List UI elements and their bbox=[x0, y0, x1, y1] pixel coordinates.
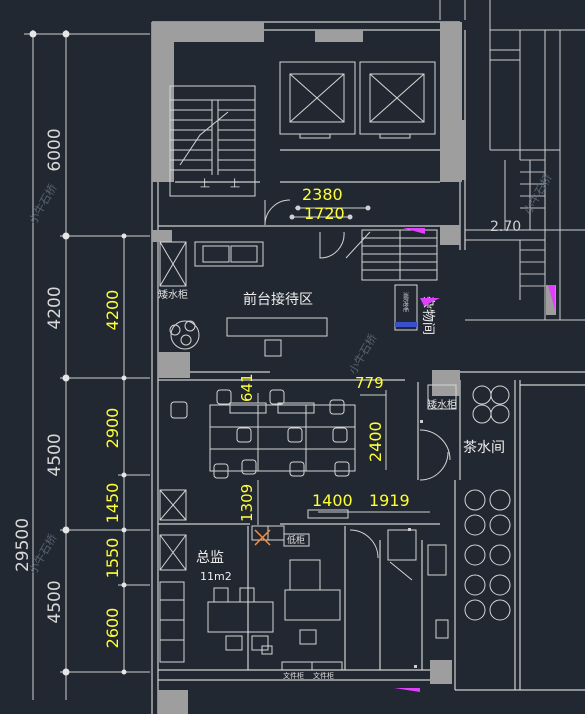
elevators bbox=[279, 61, 436, 139]
watermark-3: 小牛石桥 bbox=[345, 331, 379, 376]
left-dimension-ticks bbox=[29, 30, 127, 676]
dim-office-f: 1919 bbox=[369, 491, 410, 510]
file-cabinet-1-label: 文件柜 bbox=[283, 671, 304, 680]
dim-stair-side: 2.70 bbox=[490, 219, 521, 235]
tea-room-furniture bbox=[419, 384, 511, 621]
dim-top-door-inner: 1720 bbox=[304, 204, 345, 223]
dim-office-d: 1309 bbox=[238, 484, 256, 522]
storage-room-label: 杂物间 bbox=[420, 296, 435, 335]
dim-total: 29500 bbox=[13, 518, 33, 572]
low-cabinet-box bbox=[283, 533, 310, 547]
dim-left-4: 4500 bbox=[45, 580, 65, 623]
small-square-markers bbox=[408, 420, 423, 668]
entry-doors bbox=[264, 199, 371, 259]
watermark-2: 小牛石桥 bbox=[520, 171, 554, 216]
structural-columns bbox=[152, 22, 556, 714]
dim-office-b: 779 bbox=[355, 374, 384, 392]
storage-door-accent bbox=[395, 322, 417, 327]
reception-furniture bbox=[159, 241, 328, 357]
dim-left-3: 4500 bbox=[45, 433, 65, 476]
adjacent-stair-hatch bbox=[520, 159, 545, 287]
dim-inner-4: 1550 bbox=[103, 538, 122, 579]
left-dimension-chain bbox=[24, 30, 150, 700]
dim-office-e: 1400 bbox=[312, 491, 353, 510]
dim-office-c: 2400 bbox=[366, 421, 385, 462]
fire-cabinet-label: 消防栓柜 bbox=[402, 292, 409, 312]
secondary-stair bbox=[361, 229, 438, 331]
main-stair bbox=[169, 85, 256, 197]
office-workstations bbox=[170, 389, 356, 519]
director-area-label: 11m2 bbox=[200, 570, 232, 583]
reception-room-label: 前台接待区 bbox=[243, 291, 313, 308]
wall-lines bbox=[151, 21, 585, 714]
file-cabinet-2-label: 文件柜 bbox=[313, 671, 334, 680]
dim-office-a: 641 bbox=[238, 373, 256, 402]
dim-left-2: 4200 bbox=[45, 286, 65, 329]
dim-inner-1: 4200 bbox=[103, 290, 122, 331]
water-cabinet-2-label: 矮水柜 bbox=[427, 398, 457, 411]
magenta-markers bbox=[394, 228, 555, 692]
dim-inner-2: 2900 bbox=[103, 408, 122, 449]
orange-markers bbox=[254, 529, 271, 546]
watermark-4: 小牛石桥 bbox=[25, 181, 59, 226]
stair-up-label-2: 上 bbox=[230, 178, 240, 190]
office-dim-lines bbox=[257, 390, 430, 525]
dim-top-door-outer: 2380 bbox=[302, 185, 343, 204]
dim-inner-5: 2600 bbox=[103, 608, 122, 649]
low-cabinet-label: 低柜 bbox=[287, 534, 305, 546]
tea-room-label: 茶水间 bbox=[463, 440, 505, 456]
lower-left-furniture bbox=[159, 489, 449, 671]
dim-inner-3: 1450 bbox=[103, 483, 122, 524]
stair-up-label-1: 上 bbox=[200, 178, 210, 190]
dim-left-1: 6000 bbox=[45, 128, 65, 171]
water-cabinet-1-label: 矮水柜 bbox=[158, 288, 188, 301]
director-room-label: 总监 bbox=[196, 550, 224, 566]
